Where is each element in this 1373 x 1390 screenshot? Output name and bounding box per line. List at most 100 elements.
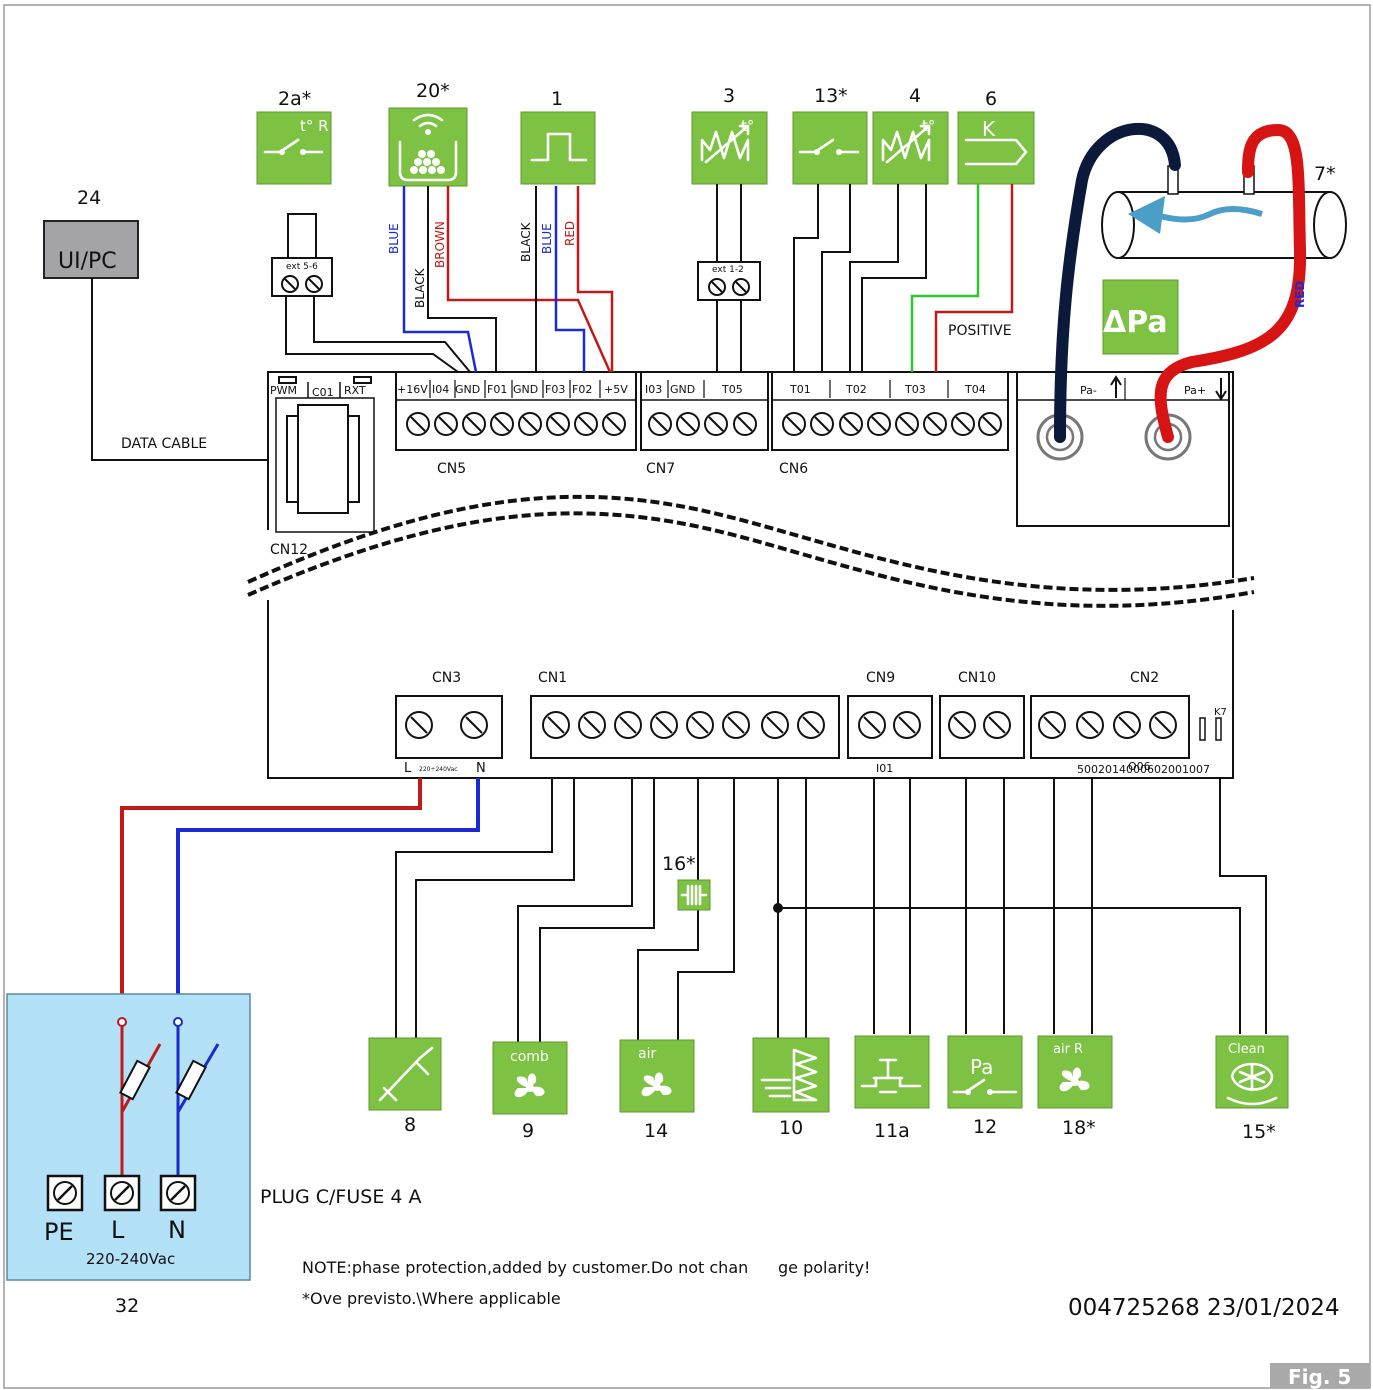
cn7-block — [640, 371, 769, 451]
plug-voltage-label: 220-240Vac — [86, 1250, 175, 1268]
o06-label: O06 — [1128, 760, 1151, 773]
pa-minus-label: Pa- — [1080, 384, 1097, 397]
comp-2a-icon-text: t° R — [300, 117, 329, 135]
cleaning-icon — [1226, 1062, 1278, 1106]
thermistor-icon — [700, 130, 750, 162]
cn5-pin-labels: +16V I04 GND F01 GND F03 F02 +5V — [397, 383, 628, 396]
auger-lines-icon — [760, 1078, 792, 1098]
plug-number: 32 — [115, 1295, 139, 1317]
comp-15-number: 15* — [1242, 1121, 1276, 1143]
thermocouple-icon — [964, 138, 1028, 166]
cn6-pin-1: T01 — [789, 383, 811, 396]
plug-pe-label: PE — [44, 1218, 74, 1246]
wire-9-b — [539, 778, 655, 1042]
pa-plus-label: Pa+ — [1184, 384, 1206, 397]
polarity-note-part-2: ge polarity! — [778, 1258, 870, 1277]
thermistor-arrow-icon — [704, 124, 750, 164]
rxt-connector — [353, 376, 372, 384]
k7-connector — [1199, 717, 1206, 741]
cn7-pin-2: GND — [670, 383, 695, 396]
switch-icon-dot — [279, 149, 285, 155]
screw-slot — [655, 716, 673, 734]
screw-slot — [410, 416, 426, 432]
cn7-pin-3: T05 — [721, 383, 743, 396]
comp-13-number: 13* — [814, 85, 848, 107]
ui-pc-box — [43, 220, 139, 279]
wire-1-black-label: BLACK — [519, 221, 533, 262]
mains-live-wire — [120, 778, 422, 1022]
comp-13-switch — [792, 111, 868, 185]
thermistor-arrow-icon — [885, 124, 931, 164]
screw-slot — [871, 416, 887, 432]
sensor-dot-icon — [425, 129, 431, 135]
cn12-outline — [275, 397, 375, 533]
cn1-label: CN1 — [538, 670, 567, 686]
flue-tube-start — [1101, 191, 1135, 259]
screw-slot — [814, 416, 830, 432]
comp-1-number: 1 — [551, 88, 563, 110]
switch-icon-dot-2 — [836, 149, 842, 155]
wire-20-blue — [402, 186, 478, 373]
black-silicone-tube — [1054, 122, 1181, 443]
screw-slot — [619, 716, 637, 734]
screw-slot — [522, 416, 538, 432]
thermistor-icon — [881, 130, 931, 162]
plug-box — [6, 993, 251, 1281]
screw-slot — [410, 716, 428, 734]
cn3-l-label: L — [404, 761, 412, 776]
screw-slot — [899, 416, 915, 432]
cn7-label: CN7 — [646, 461, 675, 477]
screw-slot — [494, 416, 510, 432]
cn1-block — [530, 695, 840, 759]
screw-slot — [786, 416, 802, 432]
cn6-pin-2: T02 — [845, 383, 867, 396]
pwm-label: PWM — [270, 384, 297, 397]
switch-icon-dot — [965, 1089, 971, 1095]
ext56-loop-wire — [287, 213, 317, 262]
switch-icon-dot — [814, 149, 820, 155]
ext56-wire-2 — [313, 296, 471, 373]
comp-10-number: 10 — [779, 1117, 803, 1139]
switch-icon-dot-2 — [300, 149, 306, 155]
polarity-note-part-1: NOTE:phase protection,added by customer.… — [302, 1258, 748, 1277]
comp-4-icon-text: t° — [922, 117, 935, 135]
arrow-down-icon — [1215, 378, 1227, 401]
flow-arrow-icon — [1159, 206, 1263, 223]
fuse-icon — [119, 1059, 151, 1101]
cn12-label: CN12 — [270, 542, 308, 558]
comp-9-number: 9 — [522, 1120, 534, 1142]
wire-4-a — [849, 184, 899, 372]
comp-8-number: 8 — [404, 1114, 416, 1136]
mains-neutral-wire — [176, 778, 480, 1022]
wire-1-blue — [554, 186, 586, 372]
cn3-n-label: N — [476, 761, 486, 776]
red-silicone-tube — [1154, 123, 1307, 443]
wire-6-red — [934, 184, 1014, 372]
ui-number: 24 — [77, 187, 101, 209]
screw-slot — [988, 716, 1006, 734]
wire-20-brown-label: BROWN — [433, 221, 447, 268]
screw-slot — [606, 416, 622, 432]
screw-slot — [578, 416, 594, 432]
cn2-label: CN2 — [1130, 670, 1159, 686]
data-cable-label: DATA CABLE — [121, 436, 207, 452]
ext56-terminal — [271, 257, 333, 297]
common-neutral-wire — [778, 907, 1241, 1034]
screw-slot — [57, 1185, 73, 1201]
cn9-label: CN9 — [866, 670, 895, 686]
screw-slot — [802, 716, 820, 734]
board-break-line-1 — [247, 494, 1255, 592]
plug-neutral-input-node — [173, 1017, 183, 1027]
i01-label: I01 — [876, 762, 893, 775]
ext12-terminal — [697, 261, 761, 301]
switch-icon-dot-2 — [987, 1089, 993, 1095]
comp-12-pressure-switch — [947, 1035, 1023, 1109]
cn5-pin-2: I04 — [432, 383, 449, 396]
plug-n-label: N — [168, 1216, 186, 1244]
comp-14-number: 14 — [644, 1120, 668, 1142]
ext56-wire-1 — [285, 296, 459, 373]
screw-slot — [550, 416, 566, 432]
fan-icon — [641, 1072, 672, 1097]
cn5-block — [395, 371, 637, 451]
screw-slot — [466, 416, 482, 432]
